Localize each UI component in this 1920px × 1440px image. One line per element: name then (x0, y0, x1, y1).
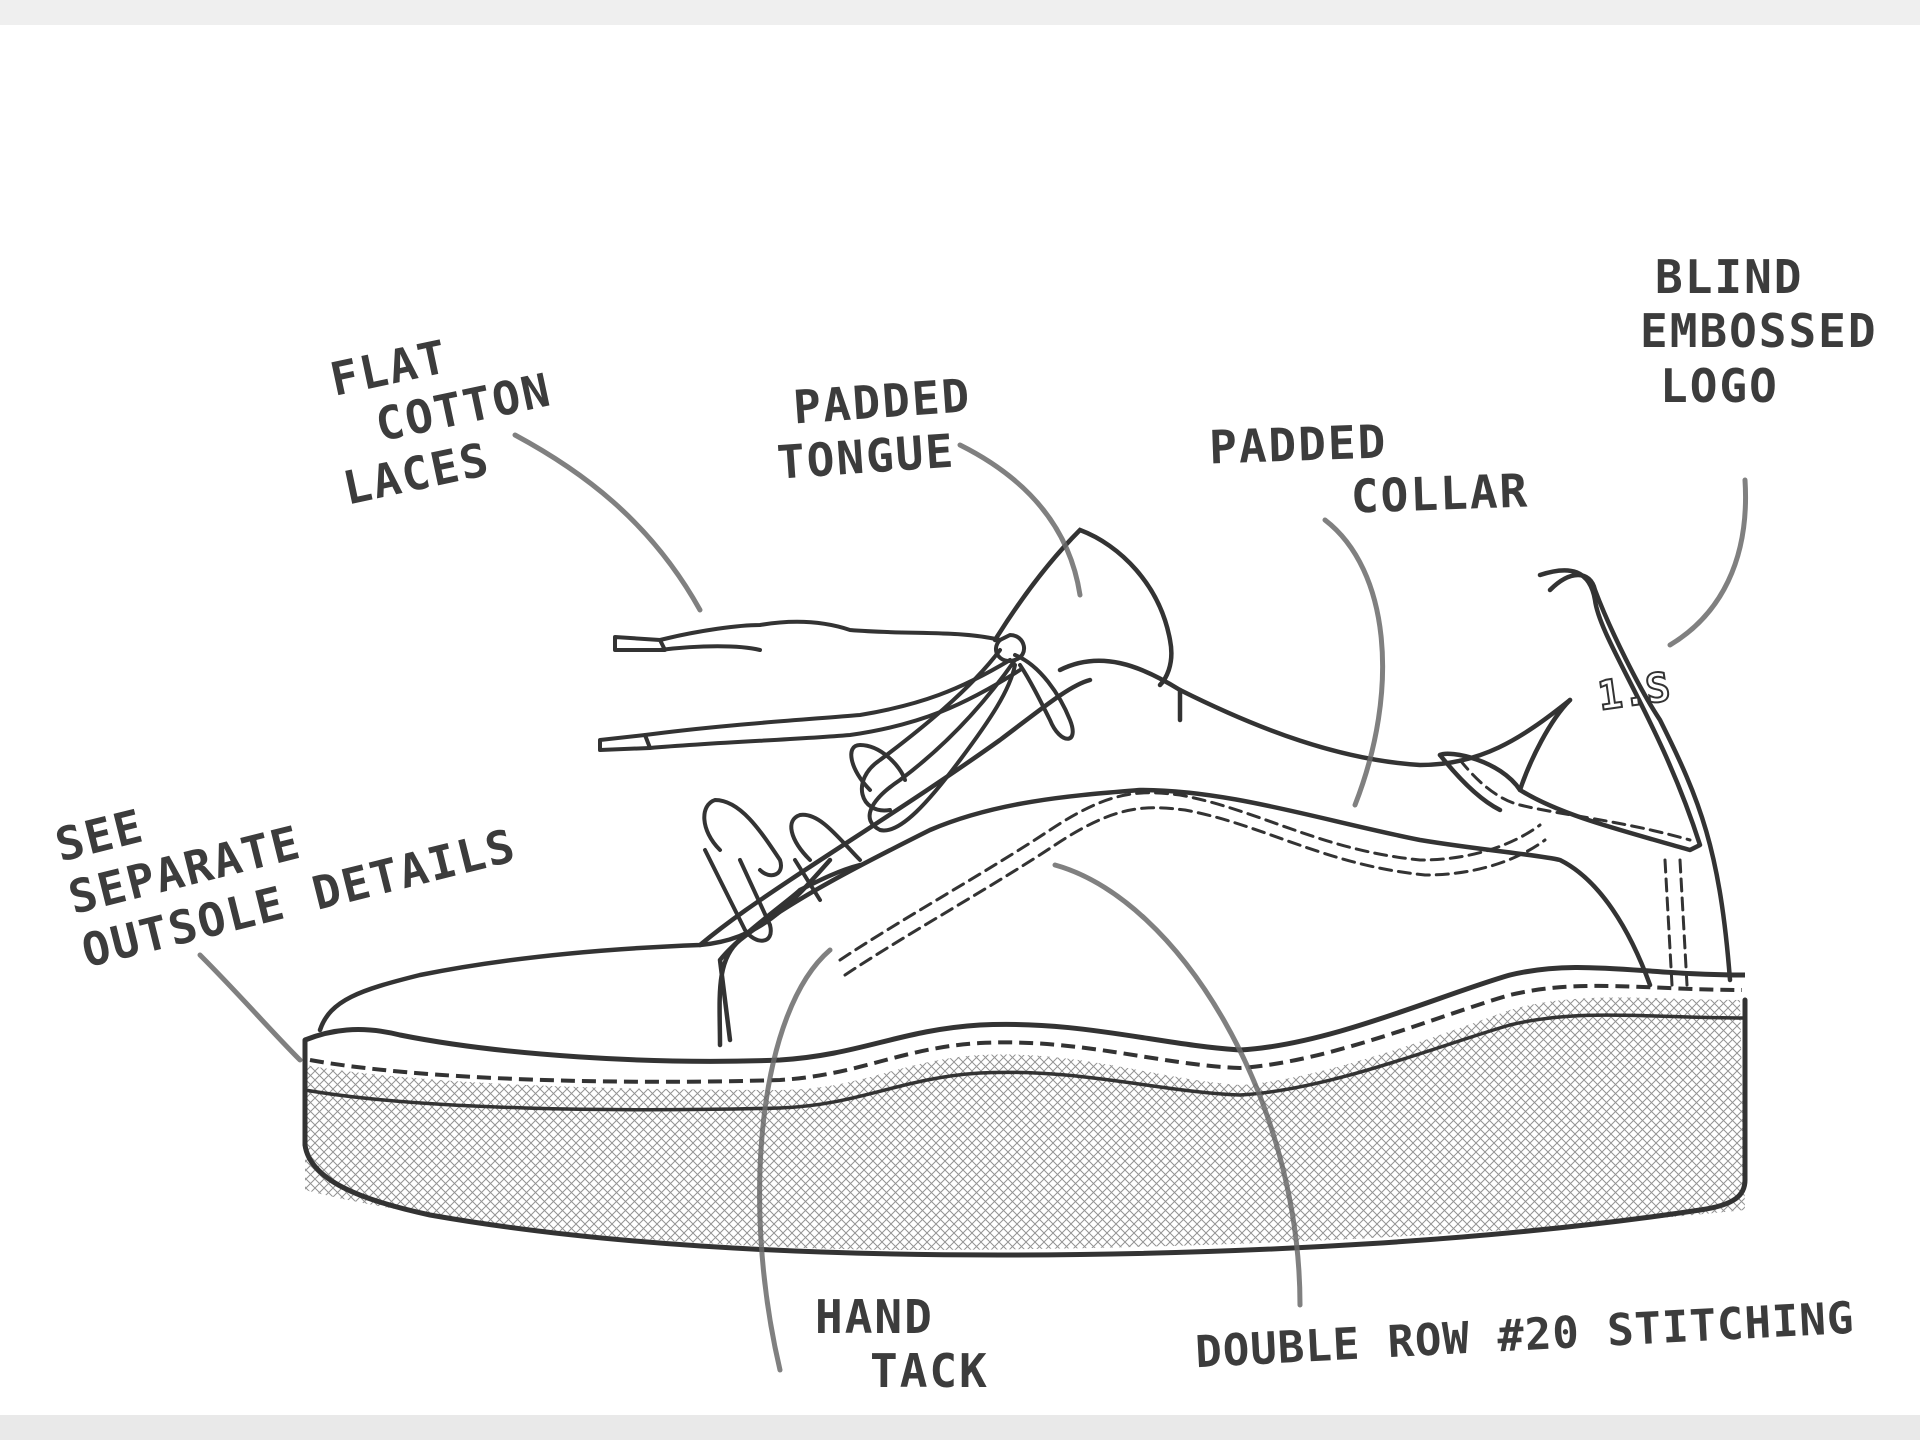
eyelet-loop-1 (702, 798, 783, 878)
logo-callout-line-2: EMBOSSED (1640, 304, 1878, 359)
tack-callout-line-2: TACK (870, 1344, 989, 1399)
tack-callout-line-1: HAND (815, 1290, 934, 1344)
eyelet-loop-2 (849, 743, 907, 792)
leader-lines (197, 432, 1749, 1373)
tongue-callout: PADDED TONGUE (771, 368, 976, 490)
sheet-bottom-edge (0, 1415, 1920, 1440)
upper (317, 568, 1733, 1048)
collar-callout-line-2: COLLAR (1350, 463, 1530, 524)
stitch-row-1 (838, 791, 1542, 962)
collar-stitch (1458, 758, 1692, 842)
heel-logo: 1.S (1595, 664, 1673, 720)
laces (598, 619, 1075, 943)
leader-tack (757, 947, 833, 1373)
heel-tab-outline (1437, 568, 1703, 853)
tongue (992, 527, 1174, 688)
outsole-lower-edge (304, 1013, 1746, 1112)
leader-collar (1322, 517, 1386, 808)
leader-logo (1667, 477, 1749, 648)
leader-tongue (957, 442, 1083, 598)
welt-stitching (309, 983, 1743, 1084)
outsole-top-edge (304, 964, 1746, 1064)
logo-callout-line-3: LOGO (1660, 358, 1779, 413)
quarter-top-line (1057, 658, 1573, 768)
vamp-outline (697, 677, 1093, 948)
logo-callout-line-1: BLIND (1655, 250, 1804, 304)
heel-stitch (1663, 858, 1689, 987)
outsole-hatching (305, 997, 1745, 1250)
outsole (302, 964, 1748, 1258)
heel-counter (1517, 572, 1733, 983)
logo-callout: BLIND EMBOSSED LOGO (1640, 250, 1878, 413)
tack-callout: HAND TACK (815, 1290, 989, 1399)
side-panel (717, 787, 1653, 1048)
eyelet-loop-3 (789, 812, 862, 862)
collar-callout: PADDED COLLAR (1208, 409, 1530, 529)
leader-laces (512, 432, 703, 613)
collar-edge (1177, 687, 1503, 813)
leader-stitching (1052, 862, 1303, 1308)
leader-outsole (197, 952, 303, 1063)
stitch-row-2 (843, 806, 1547, 977)
outsole-outline (302, 997, 1748, 1258)
